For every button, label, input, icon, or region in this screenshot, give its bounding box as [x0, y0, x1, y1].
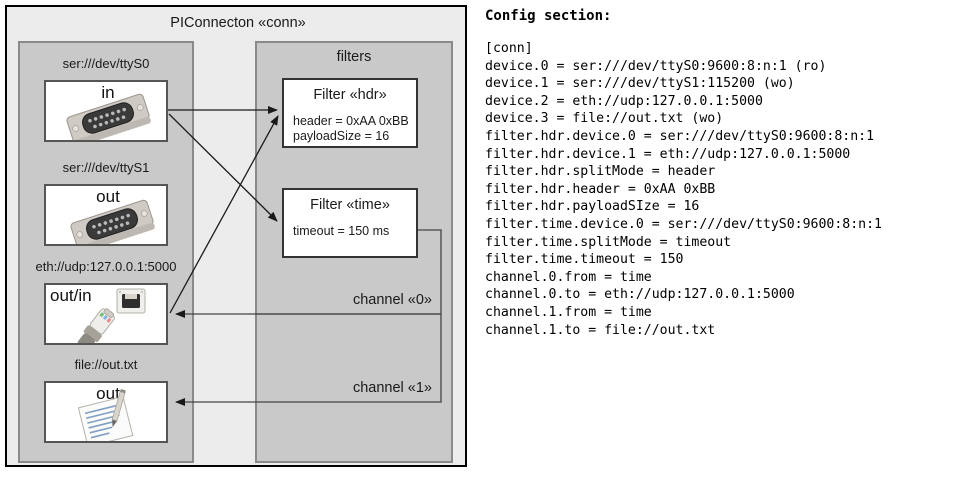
config-line: channel.1.to = file://out.txt: [485, 322, 716, 338]
config-section-title: Config section:: [485, 8, 612, 24]
device-direction-label: in: [101, 83, 115, 102]
filter-attr-header: header = 0xAA 0xBB: [293, 114, 409, 128]
filters-panel-title: filters: [336, 49, 372, 65]
device-label-file: file://out.txt: [74, 357, 138, 372]
config-line: filter.hdr.payloadSIze = 16: [485, 199, 700, 215]
text-file-icon: [77, 388, 134, 441]
filter-name: Filter «time»: [310, 197, 390, 213]
filter-attr-payload-size: payloadSize = 16: [293, 129, 390, 143]
filter-attr-timeout: timeout = 150 ms: [293, 224, 390, 238]
channel-label-0: channel «0»: [352, 292, 432, 308]
device-box-ttyS0[interactable]: in: [44, 80, 168, 142]
filter-box-hdr[interactable]: Filter «hdr» header = 0xAA 0xBB payloadS…: [282, 78, 418, 148]
device-label-eth: eth://udp:127.0.0.1:5000: [35, 259, 177, 274]
config-line: filter.hdr.splitMode = header: [485, 164, 716, 180]
config-line: device.0 = ser:///dev/ttyS0:9600:8:n:1 (…: [485, 58, 827, 74]
device-direction-label: out/in: [50, 286, 92, 305]
config-line: device.2 = eth://udp:127.0.0.1:5000: [485, 93, 763, 109]
device-box-ttyS1[interactable]: out: [44, 184, 168, 246]
diagram-title: PIConnecton «conn»: [170, 15, 306, 31]
device-box-eth[interactable]: out/in: [44, 283, 168, 345]
network-plug-icon: [77, 288, 146, 343]
config-line: device.3 = file://out.txt (wo): [485, 111, 724, 127]
config-line: channel.0.from = time: [485, 269, 652, 285]
config-line: filter.time.splitMode = timeout: [485, 234, 732, 250]
channel-label-1: channel «1»: [352, 380, 432, 396]
filter-box-time[interactable]: Filter «time» timeout = 150 ms: [282, 188, 418, 258]
serial-port-icon: [66, 93, 151, 140]
config-line: channel.0.to = eth://udp:127.0.0.1:5000: [485, 287, 795, 303]
config-line: filter.time.device.0 = ser:///dev/ttyS0:…: [485, 216, 882, 232]
config-line: filter.hdr.header = 0xAA 0xBB: [485, 181, 716, 197]
config-line: filter.hdr.device.0 = ser:///dev/ttyS0:9…: [485, 128, 875, 144]
device-direction-label: out: [96, 187, 120, 206]
config-line: [conn]: [485, 41, 533, 56]
config-section-body: [conn] device.0 = ser:///dev/ttyS0:9600:8…: [485, 40, 882, 339]
serial-port-icon: [70, 199, 155, 244]
device-label-ttyS1: ser:///dev/ttyS1: [62, 160, 150, 175]
config-line: device.1 = ser:///dev/ttyS1:115200 (wo): [485, 76, 795, 92]
config-line: channel.1.from = time: [485, 304, 652, 320]
device-label-ttyS0: ser:///dev/ttyS0: [62, 56, 150, 71]
config-line: filter.hdr.device.1 = eth://udp:127.0.0.…: [485, 146, 851, 162]
filter-name: Filter «hdr»: [313, 87, 387, 103]
device-box-file[interactable]: out: [44, 381, 168, 443]
config-line: filter.time.timeout = 150: [485, 252, 684, 268]
device-direction-label: out: [96, 384, 120, 403]
